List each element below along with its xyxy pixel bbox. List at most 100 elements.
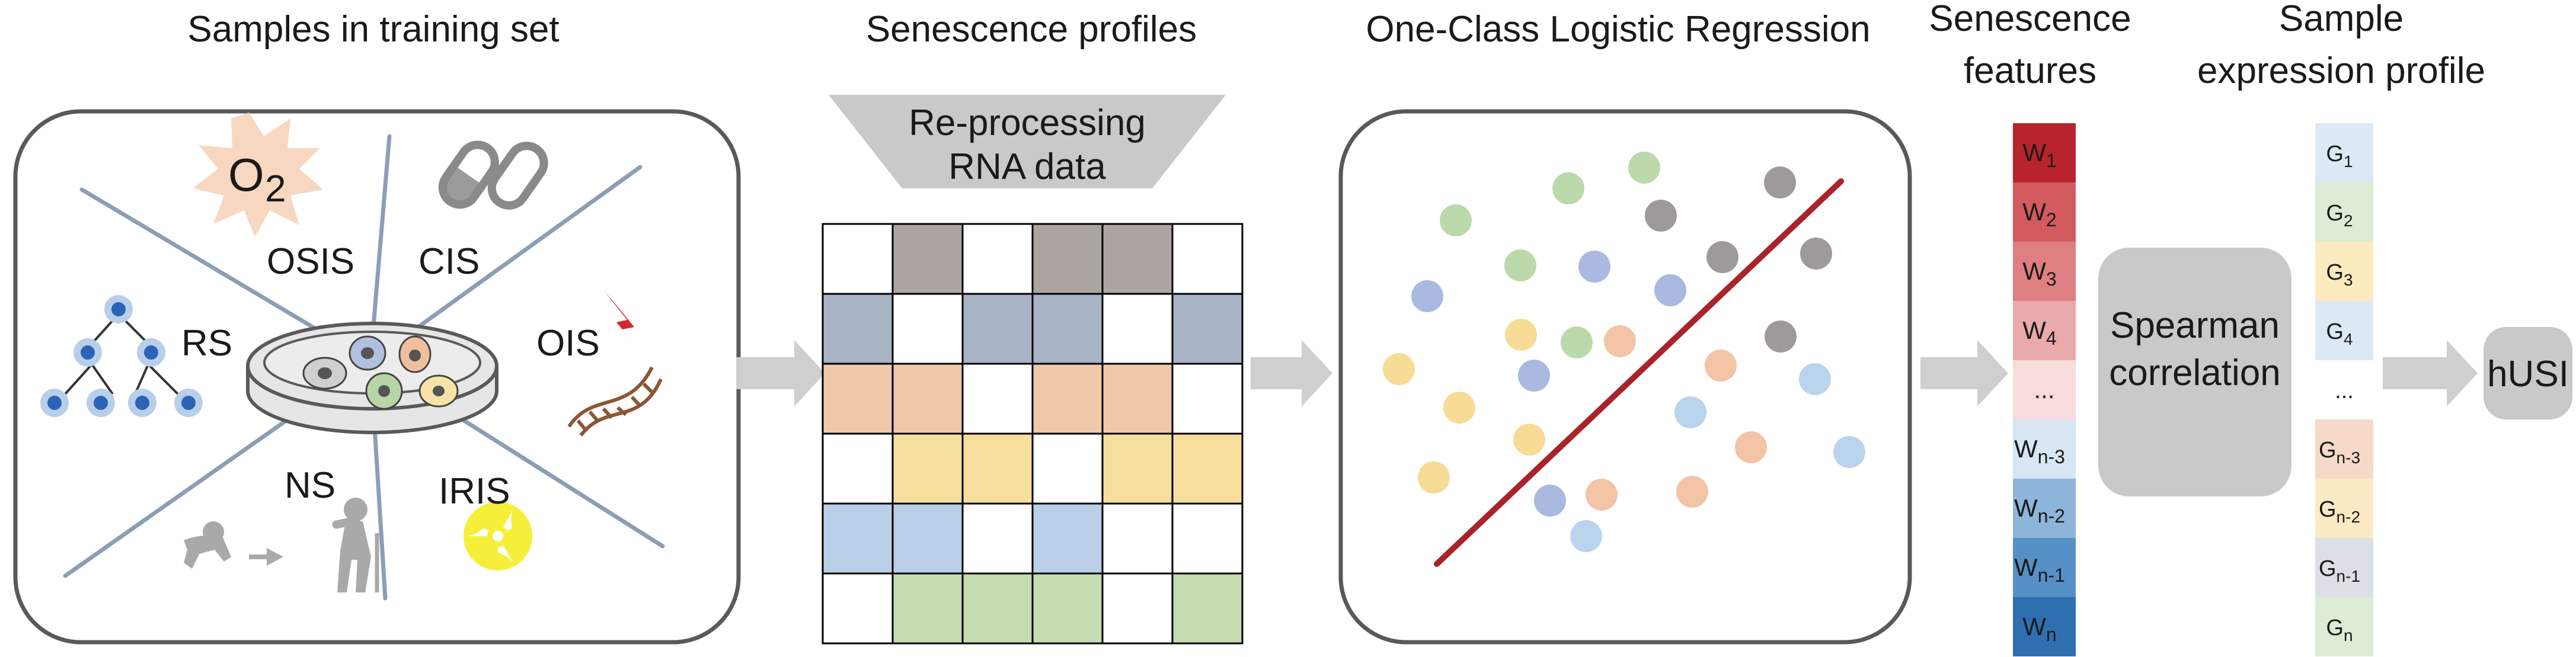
heatmap-cell (1171, 572, 1244, 645)
point (1654, 274, 1686, 306)
heatmap-cell (891, 223, 964, 295)
ocl-panel-title: One-Class Logistic Regression (1366, 9, 1871, 50)
heatmap-cell (822, 293, 894, 365)
features-panel-title-2: features (1963, 50, 2097, 91)
point (1604, 325, 1636, 357)
point (1440, 204, 1472, 236)
replication-tree-icon (40, 295, 203, 417)
heatmap-cell (1101, 223, 1174, 295)
point (1645, 200, 1677, 232)
point (1505, 319, 1537, 351)
arrow-3 (1920, 340, 2008, 406)
point (1552, 172, 1584, 204)
weight-label: ... (2034, 376, 2054, 403)
expression-heatmap (822, 223, 1244, 645)
heatmap-cell (1171, 502, 1244, 575)
heatmap-cell (1031, 223, 1104, 295)
heatmap-cell (961, 223, 1034, 295)
point (1513, 424, 1545, 456)
flow-arrows (736, 340, 2478, 406)
heatmap-cell (1101, 432, 1174, 505)
scatter-points (1383, 152, 1865, 552)
gene-cell (2315, 242, 2373, 301)
heatmap-cell (891, 363, 964, 435)
point (1706, 241, 1738, 273)
husi-label: hUSI (2487, 354, 2569, 395)
gene-label: G1 (2326, 142, 2353, 171)
sample-panel-title-1: Sample (2278, 0, 2404, 39)
weight-cell (2013, 538, 2076, 597)
weight-cell (2013, 360, 2076, 419)
heatmap-cell (961, 572, 1034, 645)
cell-blue (349, 335, 386, 371)
cell-gray (302, 357, 347, 390)
category-ns: NS (285, 465, 335, 506)
gene-label: ... (2335, 379, 2354, 403)
weight-label: W2 (2022, 198, 2056, 230)
heatmap-cell (1101, 293, 1174, 365)
heatmap-cell (822, 223, 894, 295)
gene-cell (2315, 597, 2373, 656)
features-panel-title-1: Senescence (1929, 0, 2131, 39)
gene-cell (2315, 123, 2373, 182)
ocl-panel (1338, 109, 1912, 645)
heatmap-cell (891, 572, 964, 645)
decision-boundary (1434, 178, 1844, 567)
weight-cell (2013, 301, 2076, 360)
gene-cell (2315, 479, 2373, 538)
husi-output: hUSI (2484, 327, 2572, 419)
oncogene-icon (567, 291, 663, 437)
heatmap-cell (1171, 432, 1244, 505)
heatmap-cell (1031, 363, 1104, 435)
category-cis: CIS (418, 241, 480, 282)
heatmap-cell (961, 432, 1034, 505)
heatmap-cell (1101, 572, 1174, 645)
category-iris: IRIS (439, 471, 510, 512)
weight-cell (2013, 597, 2076, 656)
profiles-panel: Re-processing RNA data (822, 95, 1244, 645)
heatmap-cell (891, 432, 964, 505)
point (1418, 461, 1450, 493)
radiation-icon (464, 502, 532, 571)
cell-yellow (418, 374, 459, 408)
point (1504, 249, 1536, 281)
heatmap-cell (961, 363, 1034, 435)
point (1676, 476, 1708, 508)
point (1570, 520, 1602, 552)
gene-label: Gn (2326, 616, 2353, 645)
heatmap-cell (1171, 223, 1244, 295)
spearman-box: Spearman correlation (2098, 248, 2291, 496)
oxygen-subscript: 2 (265, 167, 286, 210)
heatmap-cell (822, 502, 894, 575)
arrow-1 (736, 340, 825, 406)
point (1578, 251, 1610, 283)
weight-cell (2013, 182, 2076, 242)
reprocessing-line-1: Re-processing (909, 102, 1146, 143)
point (1765, 321, 1797, 352)
heatmap-cell (1031, 293, 1104, 365)
point (1799, 363, 1831, 395)
heatmap-cell (1171, 363, 1244, 435)
point (1628, 152, 1660, 184)
heatmap-cell (961, 502, 1034, 575)
point (1735, 431, 1767, 463)
reprocessing-line-2: RNA data (948, 146, 1106, 187)
heatmap-cell (891, 502, 964, 575)
gene-cell (2315, 301, 2373, 360)
profiles-panel-title: Senescence profiles (865, 9, 1197, 50)
heatmap-cell (961, 293, 1034, 365)
point (1586, 479, 1618, 511)
capsule-icon (438, 138, 548, 210)
point (1518, 360, 1550, 392)
point (1383, 353, 1415, 385)
arrow-2 (1251, 340, 1332, 406)
point (1674, 396, 1706, 428)
cell-green (365, 372, 403, 410)
ocl-panel-frame (1338, 109, 1912, 645)
spearman-line-2: correlation (2109, 352, 2280, 393)
heatmap-cell (822, 363, 894, 435)
point (1443, 392, 1475, 424)
point (1534, 485, 1566, 517)
